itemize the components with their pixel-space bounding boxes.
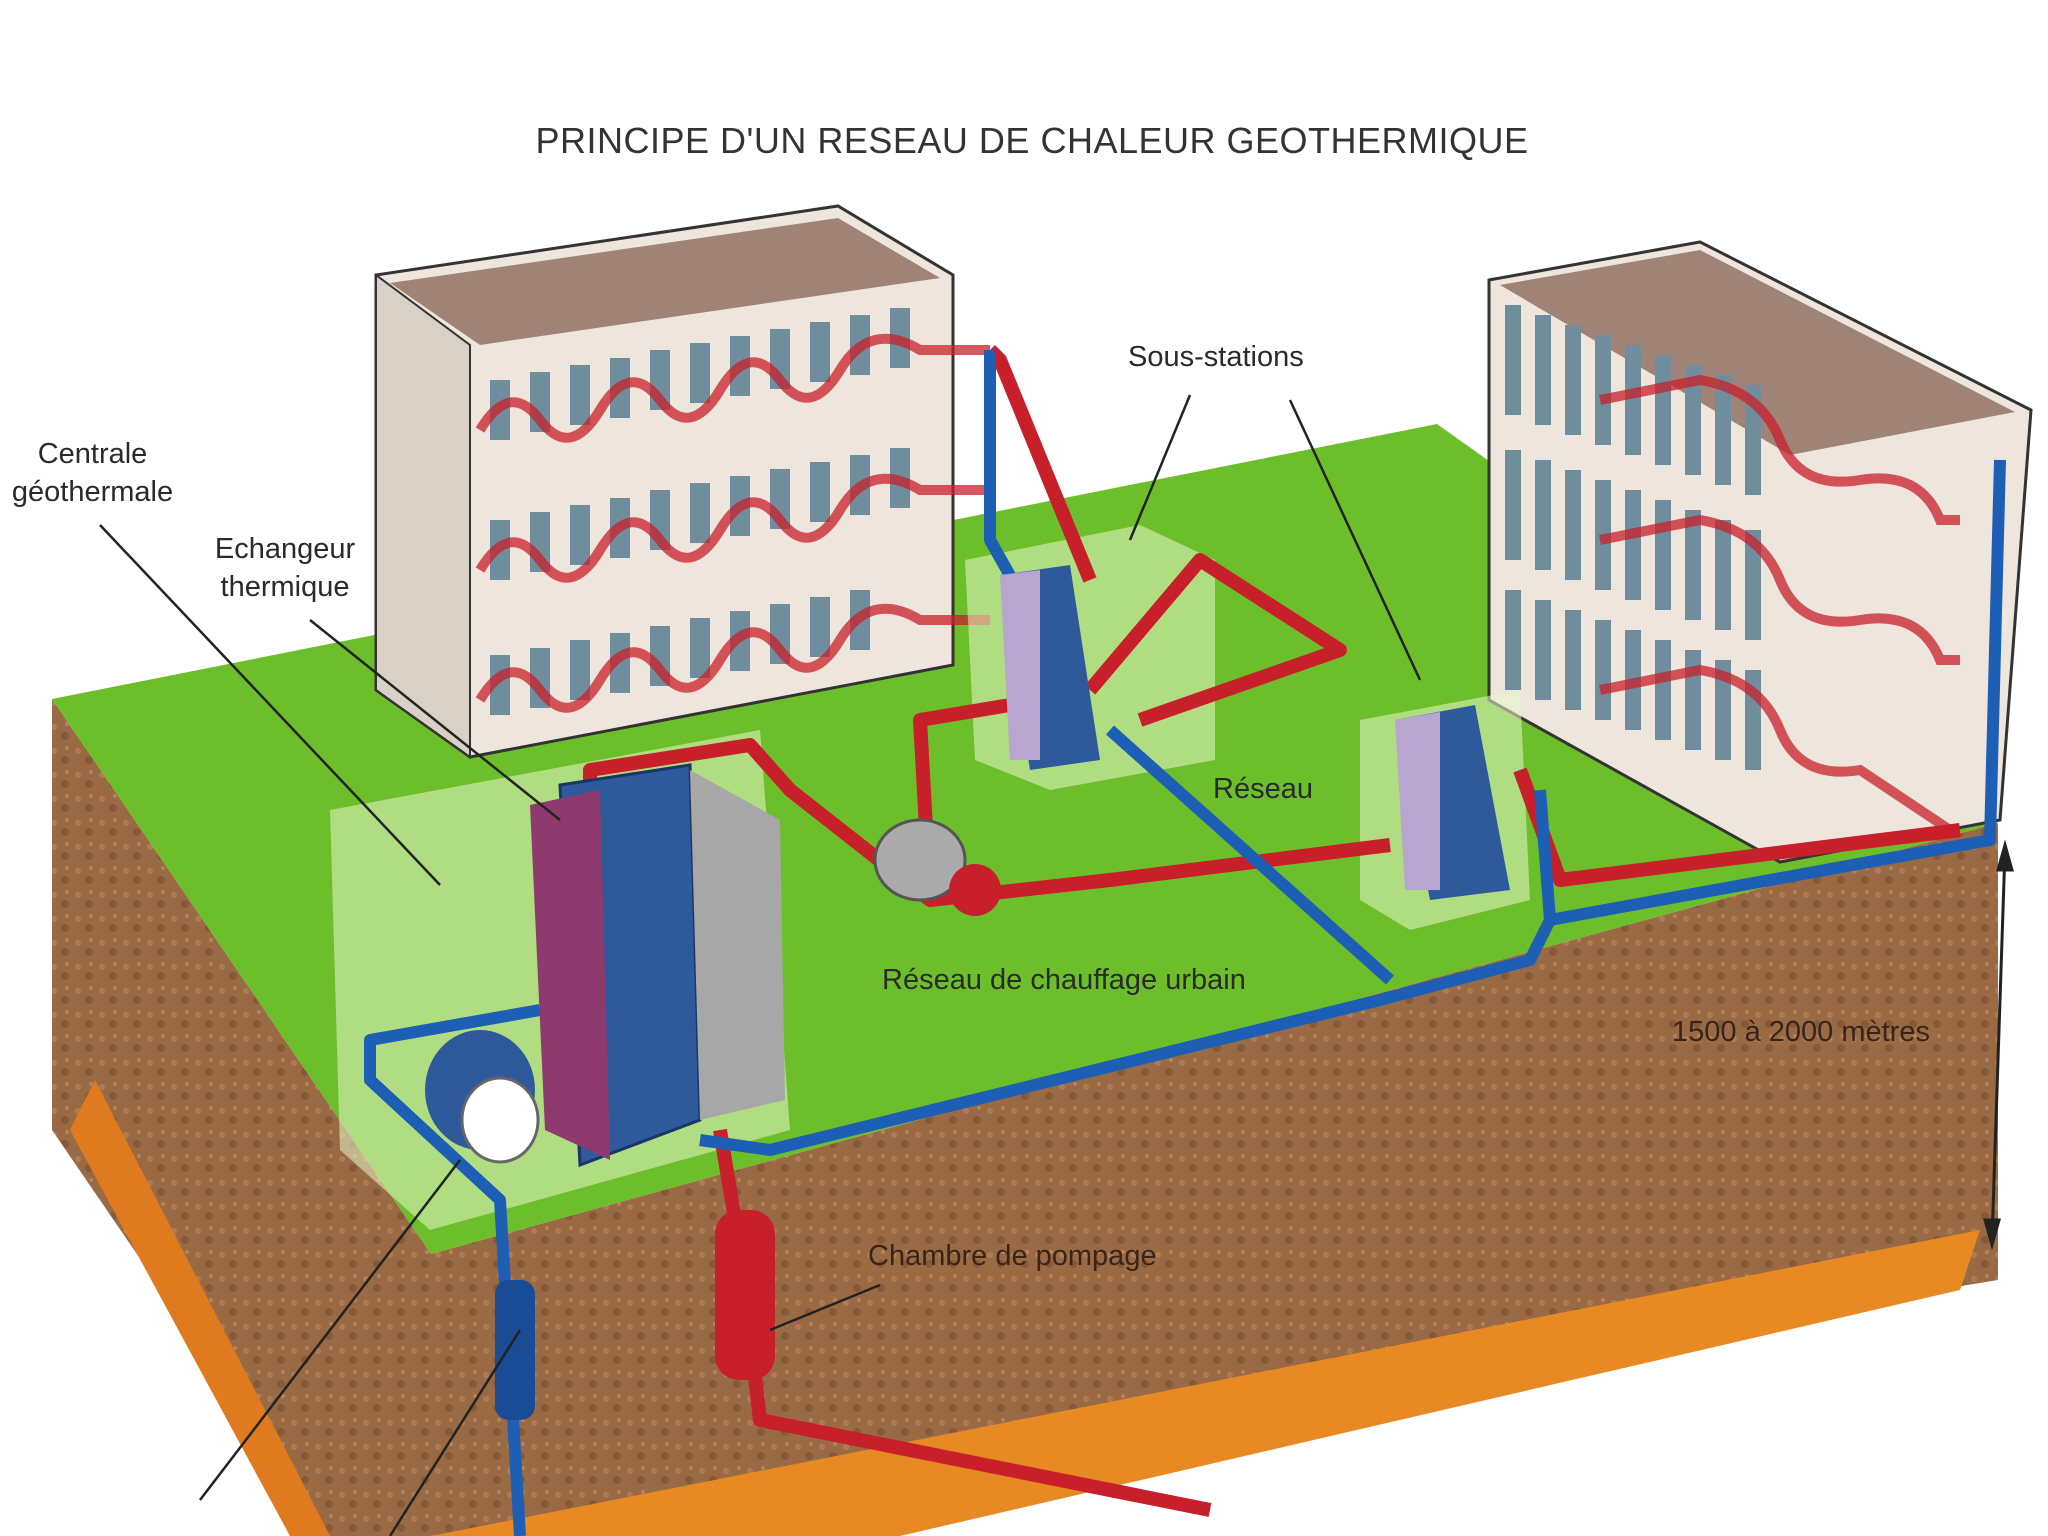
soil-front-face xyxy=(431,823,1998,1536)
soil-left-face xyxy=(52,699,431,1536)
substation-heat-exchanger-1 xyxy=(1000,565,1100,770)
label-echangeur-line1: Echangeur xyxy=(214,533,356,565)
substation-heat-exchanger-2 xyxy=(1395,705,1510,900)
aquifer-left-layer xyxy=(70,1080,330,1536)
label-echangeur-thermique: Echangeur thermique xyxy=(200,530,370,606)
depth-arrow xyxy=(1983,839,2014,1251)
aquifer-layer xyxy=(431,1230,1980,1536)
label-chambre-de-pompage: Chambre de pompage xyxy=(868,1240,1157,1272)
label-sous-stations: Sous-stations xyxy=(1128,341,1304,373)
label-echangeur-line2: thermique xyxy=(220,571,350,603)
circulation-pump xyxy=(873,818,1001,916)
reinjection-well xyxy=(495,1280,535,1420)
building-right-heating-coils xyxy=(1599,374,1960,835)
geothermal-pump xyxy=(425,1030,540,1164)
diagram-title: PRINCIPE D'UN RESEAU DE CHALEUR GEOTHERM… xyxy=(535,120,1529,161)
label-centrale-line1: Centrale xyxy=(37,438,148,470)
main-heat-exchanger xyxy=(530,763,785,1168)
label-depth: 1500 à 2000 mètres xyxy=(1672,1016,1930,1048)
label-leader-lines xyxy=(99,394,1422,1536)
label-reseau-chauffage-urbain: Réseau de chauffage urbain xyxy=(882,964,1246,996)
label-reseau: Réseau xyxy=(1213,773,1313,805)
label-centrale-line2: géothermale xyxy=(11,476,174,508)
building-left-heating-coils xyxy=(475,333,990,713)
label-centrale-geothermale: Centrale géothermale xyxy=(10,435,175,511)
pumping-chamber xyxy=(715,1210,775,1380)
building-left xyxy=(374,204,955,759)
